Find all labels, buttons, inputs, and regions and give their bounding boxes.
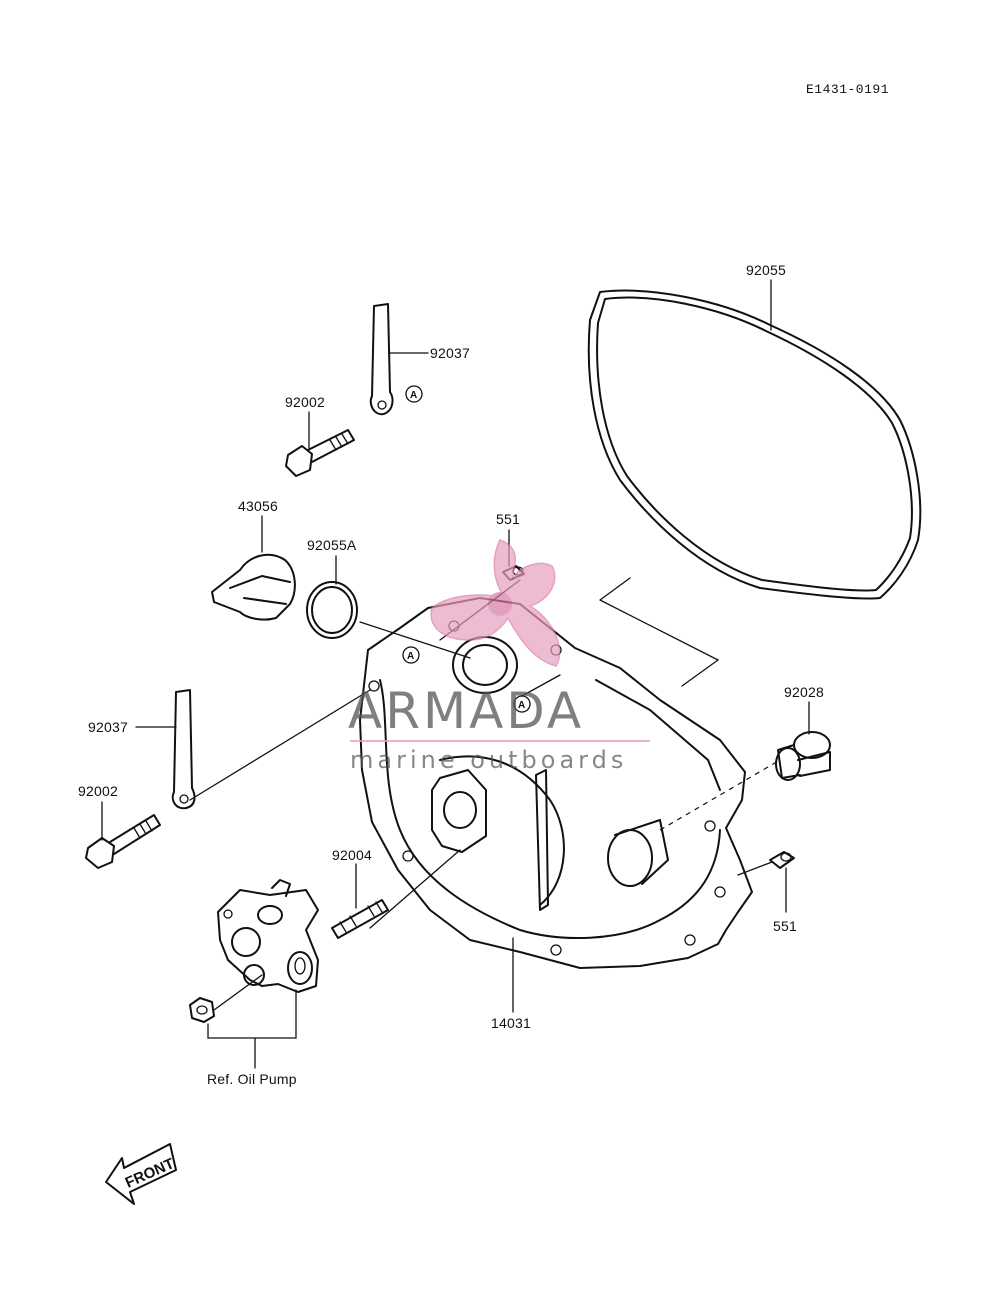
label-92002-top: 92002: [285, 394, 325, 410]
label-92004: 92004: [332, 847, 372, 863]
marker-a-top: [405, 385, 423, 403]
cap-43056: [211, 553, 296, 621]
guide-bushing: [659, 759, 781, 831]
bracket-ref-oil-pump: [207, 989, 297, 1039]
marker-a-right-letter: A: [518, 700, 525, 711]
label-92037-left: 92037: [88, 719, 128, 735]
label-92055: 92055: [746, 262, 786, 278]
guide-a-right: [521, 674, 561, 697]
watermark-tagline: marine outboards: [350, 746, 627, 774]
marker-a-left: [402, 646, 420, 664]
bolt-92002-left: [85, 814, 161, 869]
guide-stud: [369, 849, 461, 929]
strap-92037-top: [369, 303, 394, 416]
label-92028: 92028: [784, 684, 824, 700]
gasket-92055: [587, 289, 922, 600]
label-551-right: 551: [773, 918, 797, 934]
label-92055A: 92055A: [307, 537, 357, 553]
guide-strap-left: [189, 689, 371, 801]
strap-92037-left: [171, 689, 196, 810]
label-14031: 14031: [491, 1015, 531, 1031]
dowel-551-right: [769, 851, 795, 869]
label-43056: 43056: [238, 498, 278, 514]
guide-nut: [213, 974, 263, 1011]
propeller-logo-icon: [430, 539, 561, 667]
label-551-top: 551: [496, 511, 520, 527]
marker-a-left-letter: A: [407, 651, 414, 662]
diagram-ref-code: E1431-0191: [806, 82, 889, 97]
nut: [189, 997, 215, 1023]
guide-dowel-right: [737, 861, 773, 876]
watermark-brand: ARMADA: [348, 682, 584, 740]
label-ref-oil-pump: Ref. Oil Pump: [207, 1071, 297, 1087]
oil-pump: [217, 879, 319, 993]
label-92002-left: 92002: [78, 783, 118, 799]
marker-a-top-letter: A: [410, 390, 417, 401]
oring-92055A: [306, 581, 358, 639]
label-92037-top: 92037: [430, 345, 470, 361]
guide-gasket-cover: [599, 577, 720, 687]
bushing-92028: [775, 731, 831, 781]
stud-92004: [331, 899, 389, 939]
watermark: ARMADA marine outboards: [348, 539, 650, 774]
front-arrow: FRONT: [105, 1143, 177, 1205]
cover-14031: [359, 597, 753, 969]
guide-cap-to-neck: [359, 621, 471, 659]
bolt-92002-top: [285, 429, 355, 477]
